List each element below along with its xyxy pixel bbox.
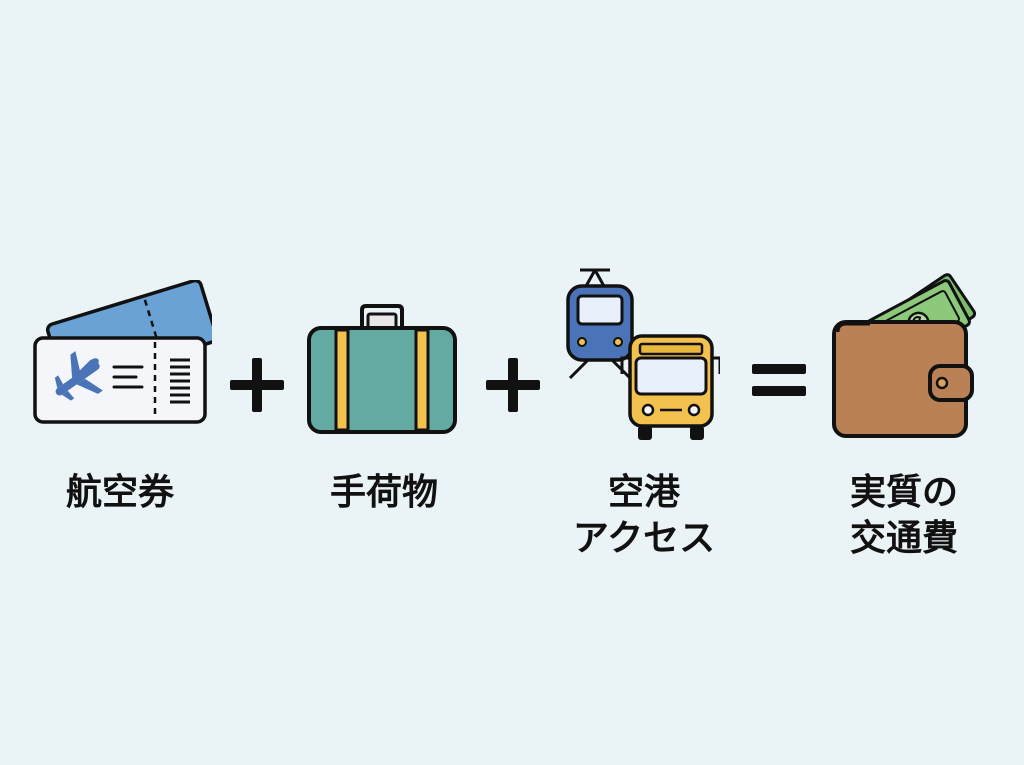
plus-operator [486, 358, 540, 412]
term-label-airport-access: 空港 アクセス [572, 472, 716, 559]
train-and-bus-icon [560, 262, 722, 444]
term-label-baggage: 手荷物 [329, 472, 438, 513]
term-label-airfare: 航空券 [65, 472, 174, 513]
equals-operator [752, 362, 806, 398]
wallet-with-cash-icon [830, 268, 977, 440]
plus-operator [230, 358, 284, 412]
term-label-effective-cost: 実質の 交通費 [849, 472, 958, 559]
airplane-ticket-icon [30, 278, 219, 428]
suitcase-icon [306, 304, 458, 434]
